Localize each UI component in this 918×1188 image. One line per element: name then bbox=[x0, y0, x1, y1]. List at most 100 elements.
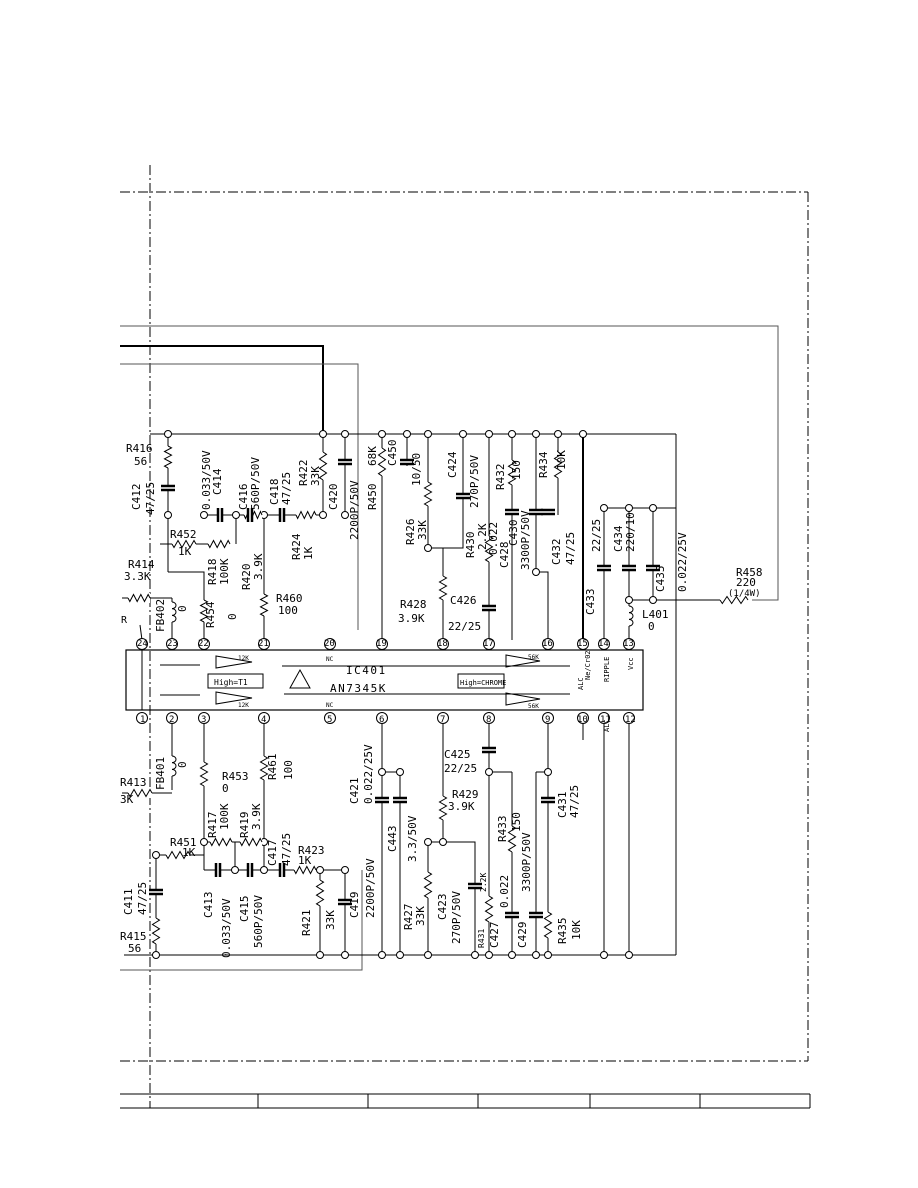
c421-value: 0.022/25V bbox=[362, 744, 375, 804]
r458-ref: R458 bbox=[736, 566, 763, 579]
r460-ref: R460 bbox=[276, 592, 303, 605]
pin-14: 14 bbox=[598, 639, 609, 649]
c421-capacitor-gap bbox=[375, 797, 389, 803]
r458-resistor bbox=[719, 595, 749, 605]
r433-value: 150 bbox=[510, 812, 523, 832]
pin-circle-24 bbox=[136, 638, 148, 650]
c425-ref: C425 bbox=[444, 748, 471, 761]
junction-18 bbox=[600, 504, 608, 512]
pin-circle-7 bbox=[437, 712, 449, 724]
junction-11 bbox=[579, 430, 587, 438]
r415-value: 56 bbox=[128, 942, 141, 955]
pin-circle-17 bbox=[483, 638, 495, 650]
junction-41 bbox=[378, 951, 386, 959]
r434-value: 10K bbox=[555, 450, 568, 470]
pin-8: 8 bbox=[486, 715, 491, 725]
r417-resistor bbox=[209, 837, 233, 847]
junction-24 bbox=[532, 568, 540, 576]
pin-11: 11 bbox=[600, 715, 611, 725]
c423-capacitor-gap bbox=[468, 883, 482, 889]
r427-ref: R427 bbox=[402, 904, 415, 931]
pin5-nc-mark: NC bbox=[326, 702, 334, 709]
pin-circle-14 bbox=[598, 638, 610, 650]
c413-capacitor-gap bbox=[215, 863, 221, 877]
junction-13 bbox=[200, 511, 208, 519]
pin-7: 7 bbox=[440, 715, 445, 725]
pin-2: 2 bbox=[169, 715, 174, 725]
c434-capacitor-gap bbox=[622, 565, 636, 571]
r450-value: 68K bbox=[366, 446, 379, 466]
r415-ref: R415 bbox=[120, 930, 147, 943]
r426-value: 33K bbox=[416, 520, 429, 540]
c423-ref: C423 bbox=[436, 894, 449, 921]
c416-ref: C416 bbox=[237, 484, 250, 511]
c424-value: 270P/50V bbox=[468, 455, 481, 508]
junction-37 bbox=[544, 768, 552, 776]
fb401-ref: FB401 bbox=[154, 757, 167, 790]
pin-circle-4 bbox=[258, 712, 270, 724]
pin-19: 19 bbox=[376, 639, 387, 649]
ic-mode-right: High=CHROME bbox=[460, 679, 506, 687]
pin-circle-1 bbox=[136, 712, 148, 724]
junction-32 bbox=[378, 768, 386, 776]
r461-value: 100 bbox=[282, 760, 295, 780]
junction-30 bbox=[316, 866, 324, 874]
r458-note: (1/4W) bbox=[728, 589, 761, 599]
c414-ref: C414 bbox=[211, 468, 224, 495]
c434-ref: C434 bbox=[612, 525, 625, 552]
r421-resistor bbox=[315, 879, 325, 907]
pin14-label: RIPPLE bbox=[603, 657, 611, 682]
c429-value: 3300P/50V bbox=[520, 832, 533, 892]
junction-33 bbox=[396, 768, 404, 776]
pin-12: 12 bbox=[625, 715, 636, 725]
junction-35 bbox=[424, 838, 432, 846]
r428-resistor bbox=[438, 575, 448, 601]
r430-resistor bbox=[484, 535, 494, 563]
fb402-ref: FB402 bbox=[154, 599, 167, 632]
pin-circle-13 bbox=[623, 638, 635, 650]
top-component-labels: R416 56 C412 47/25 0.033/50V C414 C416 5… bbox=[124, 440, 763, 634]
c450-capacitor-gap bbox=[400, 459, 414, 465]
pin-circle-2 bbox=[166, 712, 178, 724]
junction-25 bbox=[152, 851, 160, 859]
junction-31 bbox=[341, 866, 349, 874]
r432-resistor bbox=[507, 459, 517, 486]
fb402-bead-gap bbox=[166, 602, 178, 622]
r429-ref: R429 bbox=[452, 788, 479, 801]
r424-value: 1K bbox=[302, 546, 315, 560]
junction-1 bbox=[319, 430, 327, 438]
c433-capacitor-gap bbox=[597, 565, 611, 571]
junction-45 bbox=[485, 951, 493, 959]
c425-value: 22/25 bbox=[444, 762, 477, 775]
junction-38 bbox=[152, 951, 160, 959]
c443-capacitor-gap bbox=[393, 797, 407, 803]
r423-value: 1K bbox=[298, 854, 312, 867]
r435-ref: R435 bbox=[556, 918, 569, 945]
junction-10 bbox=[554, 430, 562, 438]
c427-value: 0.022 bbox=[498, 875, 511, 908]
junction-46 bbox=[508, 951, 516, 959]
r413-value: 3K bbox=[120, 793, 134, 806]
fb402-bead-turn-2 bbox=[171, 614, 177, 623]
pin-21: 21 bbox=[258, 639, 269, 649]
fb402-value: 0 bbox=[176, 605, 189, 612]
c414-value: 0.033/50V bbox=[200, 450, 213, 510]
r426-ref: R426 bbox=[404, 519, 417, 546]
r422-ref: R422 bbox=[297, 460, 310, 487]
junction-8 bbox=[508, 430, 516, 438]
c426-value: 22/25 bbox=[448, 620, 481, 633]
fb401-value: 0 bbox=[176, 761, 189, 768]
pin-circle-15 bbox=[577, 638, 589, 650]
ic-ref: IC401 bbox=[346, 664, 387, 677]
c435-value: 0.022/25V bbox=[676, 532, 689, 592]
junction-49 bbox=[600, 951, 608, 959]
junction-48 bbox=[544, 951, 552, 959]
r434-resistor bbox=[553, 451, 563, 479]
c419-value: 2200P/50V bbox=[364, 858, 377, 918]
c420-ref: C420 bbox=[327, 484, 340, 511]
r432-ref: R432 bbox=[494, 464, 507, 491]
pin11-label: ALC bbox=[603, 719, 611, 732]
r419-resistor bbox=[239, 837, 263, 847]
c433-value: 22/25 bbox=[590, 519, 603, 552]
